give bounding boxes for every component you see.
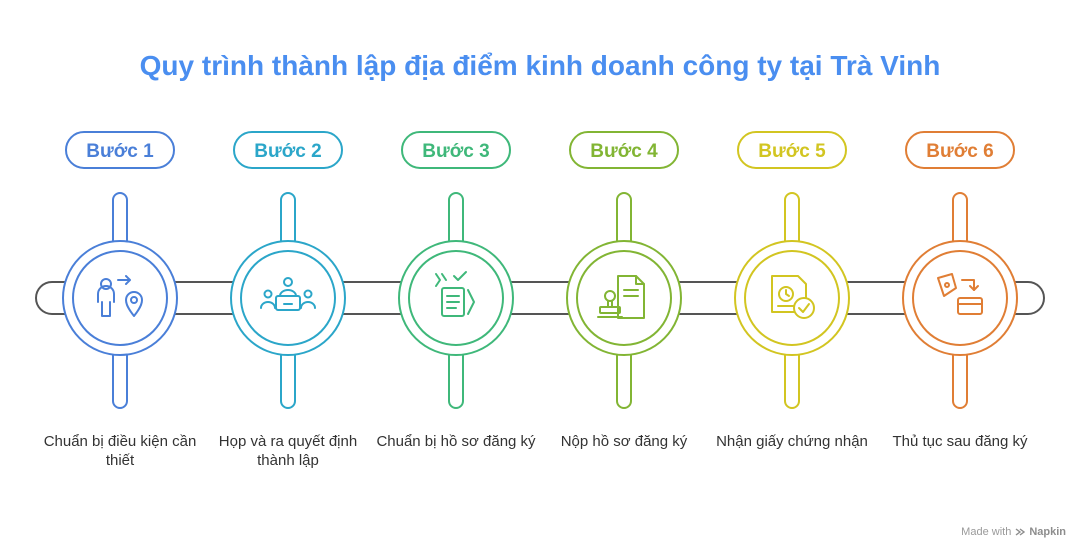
step-6: Bước 6 (902, 131, 1018, 409)
step-inner-ring (72, 250, 168, 346)
document-stamp-icon (597, 275, 645, 319)
step-pill (401, 131, 511, 169)
step-inner-ring (576, 250, 672, 346)
step-pill (905, 131, 1015, 169)
step-pill (737, 131, 847, 169)
person-location-icon (97, 275, 143, 317)
step-1: Bước 1 (62, 131, 178, 409)
step-label: Bước 3 (422, 141, 489, 162)
step-caption: Chuẩn bị hồ sơ đăng ký (376, 433, 536, 450)
step-label: Bước 2 (254, 141, 321, 162)
step-2: Bước 2 (230, 131, 346, 409)
step-4: Bước 4 (566, 131, 682, 409)
checklist-document-icon (435, 271, 475, 317)
step-caption: Thủ tục sau đăng ký (892, 433, 1028, 450)
step-caption: Nộp hồ sơ đăng ký (560, 433, 688, 450)
brand-text: Napkin (1029, 526, 1066, 538)
step-pill (65, 131, 175, 169)
wallet-card-icon (937, 273, 983, 315)
timeline-track (35, 281, 1045, 315)
step-5: Bước 5 (734, 131, 850, 409)
step-caption: Họp và ra quyết định thành lập (218, 433, 358, 469)
step-caption: Chuẩn bị điều kiện cần thiết (43, 433, 197, 469)
step-inner-ring (408, 250, 504, 346)
footer-credit: Made with Napkin (961, 526, 1066, 538)
step-caption: Nhận giấy chứng nhận (716, 433, 868, 450)
step-pill (233, 131, 343, 169)
certificate-clock-icon (771, 275, 815, 319)
step-label: Bước 4 (590, 141, 658, 162)
meeting-icon (260, 277, 316, 311)
made-with-text: Made with (961, 526, 1012, 538)
step-label: Bước 1 (86, 141, 154, 162)
step-pill (569, 131, 679, 169)
step-3: Bước 3 (398, 131, 514, 409)
page-title: Quy trình thành lập địa điểm kinh doanh … (139, 50, 941, 81)
step-inner-ring (240, 250, 336, 346)
napkin-logo-icon (1015, 528, 1026, 536)
step-label: Bước 5 (758, 141, 826, 162)
step-label: Bước 6 (926, 141, 993, 162)
